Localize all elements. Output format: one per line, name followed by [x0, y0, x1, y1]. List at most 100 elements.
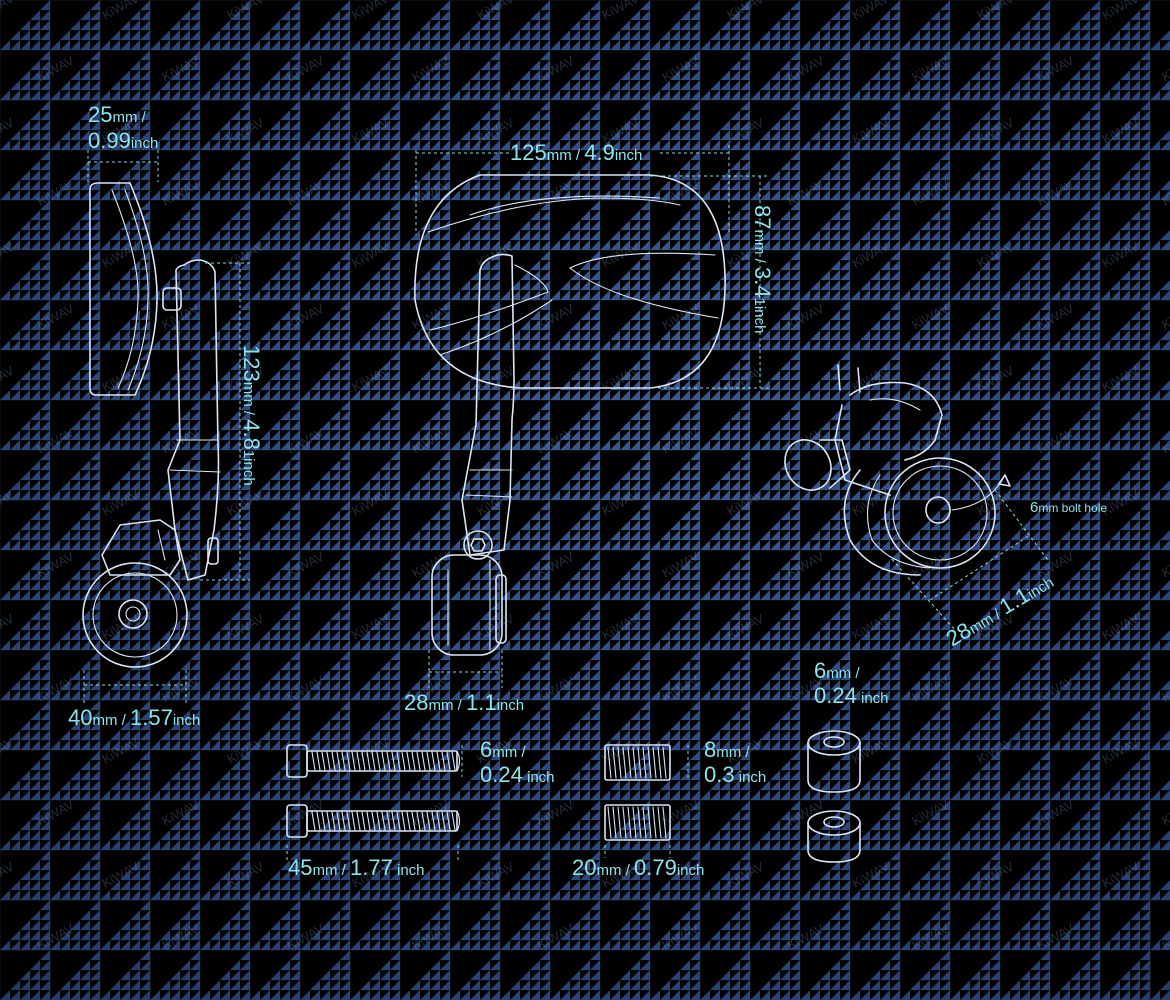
- thread-line: [361, 751, 366, 771]
- front-width-mm: 125: [510, 140, 547, 165]
- thread-line: [421, 751, 426, 771]
- thread-line: [386, 751, 391, 771]
- thread-line: [607, 746, 612, 779]
- thread-line: [386, 811, 391, 831]
- thread-line: [647, 806, 652, 839]
- thread-line: [436, 811, 441, 831]
- thread-line: [326, 751, 331, 771]
- bolt-hole-unit: mm bolt hole: [1038, 501, 1107, 515]
- svg-text:8mm /: 8mm /: [704, 737, 750, 762]
- thread-line: [366, 811, 371, 831]
- front-width-inch: 4.9: [584, 140, 615, 165]
- thread-line: [361, 811, 366, 831]
- thread-line: [331, 811, 336, 831]
- thread-line: [391, 811, 396, 831]
- thread-line: [416, 751, 421, 771]
- thread-line: [331, 751, 336, 771]
- side-depth-mm-unit: mm /: [112, 109, 146, 126]
- svg-text:28mm / 1.1inch: 28mm / 1.1inch: [404, 690, 524, 715]
- watermark-text: KiWAV: [1159, 673, 1170, 705]
- svg-text:0.3 inch: 0.3 inch: [704, 762, 766, 787]
- front-height-inch: 3.4: [750, 267, 775, 298]
- thread-line: [436, 751, 441, 771]
- side-width-inch: 1.57: [130, 705, 173, 730]
- screw-diameter-mm-unit: mm /: [716, 744, 750, 761]
- set-screws-drawing: [604, 744, 689, 858]
- thread-line: [637, 806, 642, 839]
- bolt-diameter-inch-unit: inch: [523, 769, 555, 786]
- screw-diameter-mm: 8: [704, 737, 716, 762]
- thread-line: [441, 751, 446, 771]
- watermark-text: KiWAV: [1159, 797, 1170, 829]
- thread-line: [326, 811, 331, 831]
- side-width-inch-unit: inch: [173, 712, 201, 729]
- thread-line: [426, 751, 431, 771]
- svg-text:0.24 inch: 0.24 inch: [814, 683, 889, 708]
- thread-line: [316, 751, 321, 771]
- front-height-mm-unit: mm /: [751, 229, 768, 267]
- thread-line: [451, 811, 456, 831]
- front-clamp-inch: 1.1: [466, 690, 497, 715]
- thread-line: [346, 751, 351, 771]
- thread-line: [411, 751, 416, 771]
- bolt-hole-num: 6: [1030, 499, 1038, 516]
- thread-line: [316, 811, 321, 831]
- screw-length-label: 20mm / 0.79inch: [572, 855, 704, 880]
- front-clamp-mm: 28: [404, 690, 428, 715]
- thread-line: [371, 751, 376, 771]
- thread-line: [401, 751, 406, 771]
- thread-line: [451, 751, 456, 771]
- thread-line: [617, 806, 622, 839]
- thread-line: [607, 806, 612, 839]
- bolt-diameter-mm: 6: [480, 737, 492, 762]
- spacer-diameter-inch: 0.24: [814, 683, 857, 708]
- bolt-length-mm: 45: [288, 855, 312, 880]
- thread-line: [406, 811, 411, 831]
- svg-text:0.99inch: 0.99inch: [88, 128, 158, 153]
- thread-line: [356, 811, 361, 831]
- thread-line: [627, 746, 632, 779]
- svg-text:6mm /: 6mm /: [814, 658, 860, 683]
- thread-line: [446, 811, 451, 831]
- thread-line: [356, 751, 361, 771]
- front-width-label: 125mm / 4.9inch: [510, 140, 642, 165]
- thread-line: [321, 751, 326, 771]
- side-height-mm-unit: mm /: [240, 382, 257, 420]
- front-view-drawing: [414, 145, 770, 688]
- screw-length-inch-unit: inch: [677, 862, 705, 879]
- thread-line: [441, 811, 446, 831]
- clamp-perspective-drawing: [784, 364, 1049, 631]
- watermark-text: KiWAV: [1159, 301, 1170, 333]
- screw-diameter-inch: 0.3: [704, 762, 735, 787]
- svg-text:45mm / 1.77 inch: 45mm / 1.77 inch: [288, 855, 425, 880]
- thread-line: [311, 811, 316, 831]
- thread-line: [622, 806, 627, 839]
- svg-text:125mm / 4.9inch: 125mm / 4.9inch: [510, 140, 642, 165]
- thread-line: [421, 811, 426, 831]
- spacer-diameter-label: 6mm / 0.24 inch: [814, 658, 889, 708]
- thread-line: [376, 751, 381, 771]
- thread-line: [336, 811, 341, 831]
- screw-length-mm-unit: mm /: [596, 862, 634, 879]
- bolt-diameter-label: 6mm / 0.24 inch: [480, 737, 555, 787]
- side-depth-inch: 0.99: [88, 128, 131, 153]
- bolt-hole-label: 6mm bolt hole: [1030, 499, 1107, 516]
- spacer-diameter-mm: 6: [814, 658, 826, 683]
- side-width-mm: 40: [68, 705, 92, 730]
- thread-line: [321, 811, 326, 831]
- screw-diameter-label: 8mm / 0.3 inch: [704, 737, 766, 787]
- spacers-drawing: [807, 730, 861, 863]
- thread-line: [617, 746, 622, 779]
- thread-line: [371, 811, 376, 831]
- thread-line: [416, 811, 421, 831]
- thread-line: [637, 746, 642, 779]
- thread-line: [652, 806, 657, 839]
- thread-line: [657, 806, 662, 839]
- thread-line: [662, 806, 667, 839]
- watermark-text: KiWAV: [1159, 425, 1170, 457]
- screw-length-inch: 0.79: [634, 855, 677, 880]
- thread-line: [622, 746, 627, 779]
- thread-line: [652, 746, 657, 779]
- side-depth-label: 25mm / 0.99inch: [88, 102, 158, 153]
